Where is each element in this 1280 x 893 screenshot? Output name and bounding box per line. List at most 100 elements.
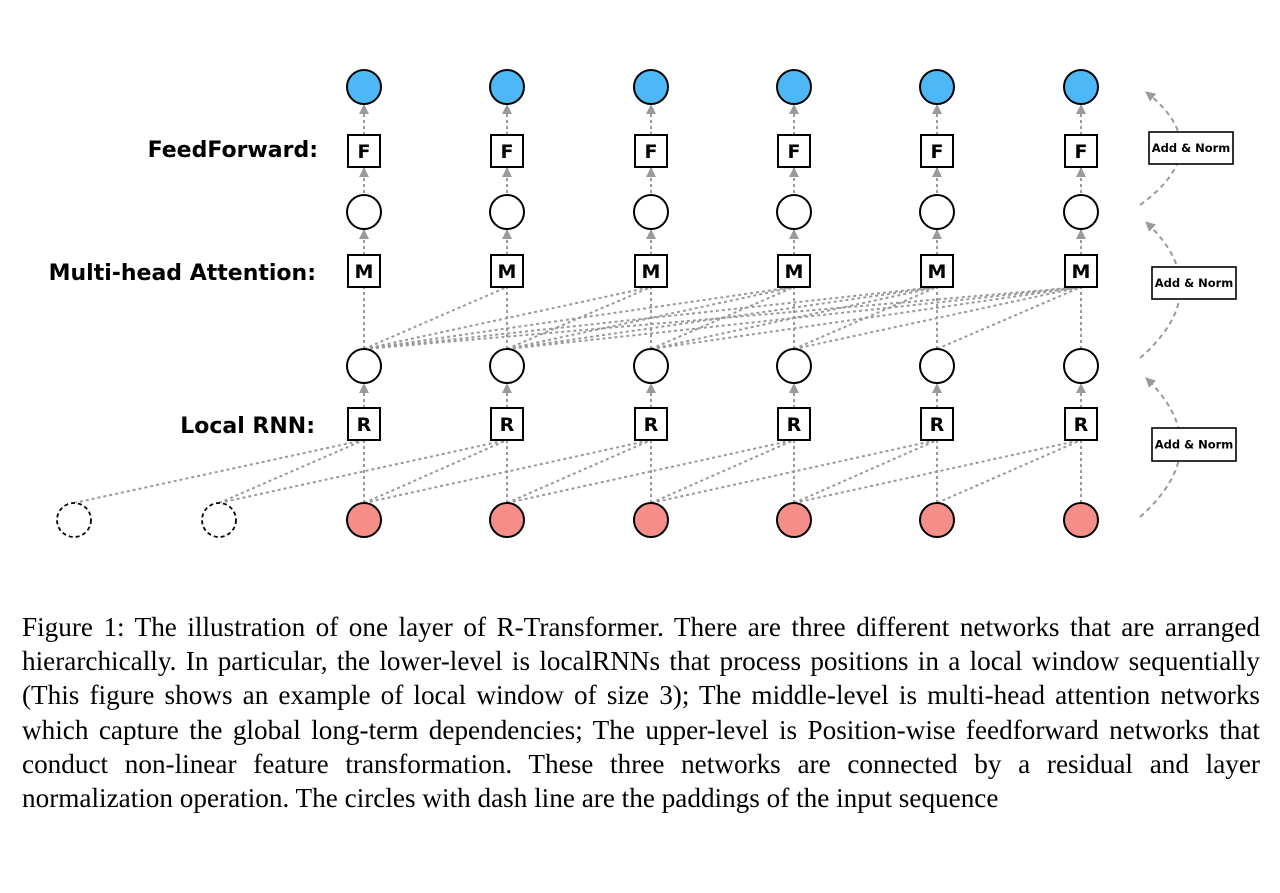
attention-box-letter: M [1072, 261, 1091, 283]
input-node [919, 502, 955, 538]
rnn-window-line [793, 439, 1082, 504]
feedforward-box-letter: F [645, 141, 658, 163]
attention-line [650, 286, 1082, 350]
output-node [489, 69, 525, 105]
hidden-node [776, 348, 812, 384]
attention-box-letter: M [355, 261, 374, 283]
feedforward-box [490, 134, 524, 168]
rnn-box [634, 407, 668, 441]
network-nodes: R M F R M F R M F R M F R M F R M F [56, 69, 1099, 538]
output-node [919, 69, 955, 105]
rnn-window-line [363, 439, 508, 504]
add-norm-box [1148, 131, 1234, 165]
rnn-box [1064, 407, 1098, 441]
rnn-window-line [363, 439, 652, 504]
rnn-window-line [506, 439, 652, 504]
hidden-node [489, 348, 525, 384]
input-node [489, 502, 525, 538]
attention-box-letter: M [785, 261, 804, 283]
rnn-box-letter: R [357, 414, 372, 436]
attention-box [920, 254, 954, 288]
attention-line [650, 286, 795, 350]
padding-node [201, 502, 237, 538]
hidden-node [346, 194, 382, 230]
feedforward-box [1064, 134, 1098, 168]
hidden-node [1063, 348, 1099, 384]
hidden-node [919, 194, 955, 230]
rnn-window-line [506, 439, 795, 504]
attention-box-letter: M [498, 261, 517, 283]
input-node [346, 502, 382, 538]
attention-box [1064, 254, 1098, 288]
rnn-window-line [73, 439, 365, 504]
rnn-window-line [936, 439, 1082, 504]
attention-line [793, 286, 938, 350]
hidden-node [633, 194, 669, 230]
add-norm-box [1151, 427, 1237, 462]
hidden-node [1063, 194, 1099, 230]
rnn-window-line [650, 439, 795, 504]
rnn-box-letter: R [644, 414, 659, 436]
feedforward-box-letter: F [501, 141, 514, 163]
feedforward-box-letter: F [931, 141, 944, 163]
attention-line [506, 286, 1082, 350]
rnn-box-letter: R [500, 414, 515, 436]
feedforward-box-letter: F [1075, 141, 1088, 163]
figure-caption: Figure 1: The illustration of one layer … [22, 612, 1260, 814]
hidden-node [776, 194, 812, 230]
hidden-node [489, 194, 525, 230]
output-node [633, 69, 669, 105]
attention-box [347, 254, 381, 288]
feedforward-box [347, 134, 381, 168]
add-norm-label: Add & Norm [1152, 141, 1231, 155]
rnn-window-line [793, 439, 938, 504]
attention-line [936, 286, 1082, 350]
add-norm-box [1151, 266, 1237, 300]
multi-head-attention-label: Multi-head Attention: [49, 261, 316, 286]
connection-lines [73, 104, 1086, 504]
hidden-node [346, 348, 382, 384]
feedforward-box [920, 134, 954, 168]
rnn-window-line [218, 439, 365, 504]
attention-line [363, 286, 938, 350]
rnn-window-line [650, 439, 938, 504]
rnn-box-letter: R [930, 414, 945, 436]
output-node [346, 69, 382, 105]
attention-box [490, 254, 524, 288]
output-node [1063, 69, 1099, 105]
rnn-box [777, 407, 811, 441]
input-node [776, 502, 812, 538]
attention-line [793, 286, 1082, 350]
attention-box-letter: M [642, 261, 661, 283]
input-node [1063, 502, 1099, 538]
rnn-box-letter: R [1074, 414, 1089, 436]
rnn-box [920, 407, 954, 441]
add-norm-label: Add & Norm [1155, 276, 1234, 290]
rnn-box [490, 407, 524, 441]
feedforward-box [634, 134, 668, 168]
attention-line [363, 286, 508, 350]
attention-box [634, 254, 668, 288]
hidden-node [919, 348, 955, 384]
padding-node [56, 502, 92, 538]
attention-line [506, 286, 938, 350]
feedforward-box [777, 134, 811, 168]
attention-line [363, 286, 795, 350]
rnn-box [347, 407, 381, 441]
residual-arc [1139, 91, 1182, 206]
input-node [633, 502, 669, 538]
rnn-window-line [218, 439, 508, 504]
add-norm-label: Add & Norm [1155, 438, 1234, 452]
local-rnn-label: Local RNN: [180, 414, 315, 439]
feedforward-label: FeedForward: [148, 138, 318, 163]
attention-line [363, 286, 652, 350]
hidden-node [633, 348, 669, 384]
feedforward-box-letter: F [358, 141, 371, 163]
output-node [776, 69, 812, 105]
feedforward-box-letter: F [788, 141, 801, 163]
attention-box-letter: M [928, 261, 947, 283]
attention-box [777, 254, 811, 288]
rnn-box-letter: R [787, 414, 802, 436]
